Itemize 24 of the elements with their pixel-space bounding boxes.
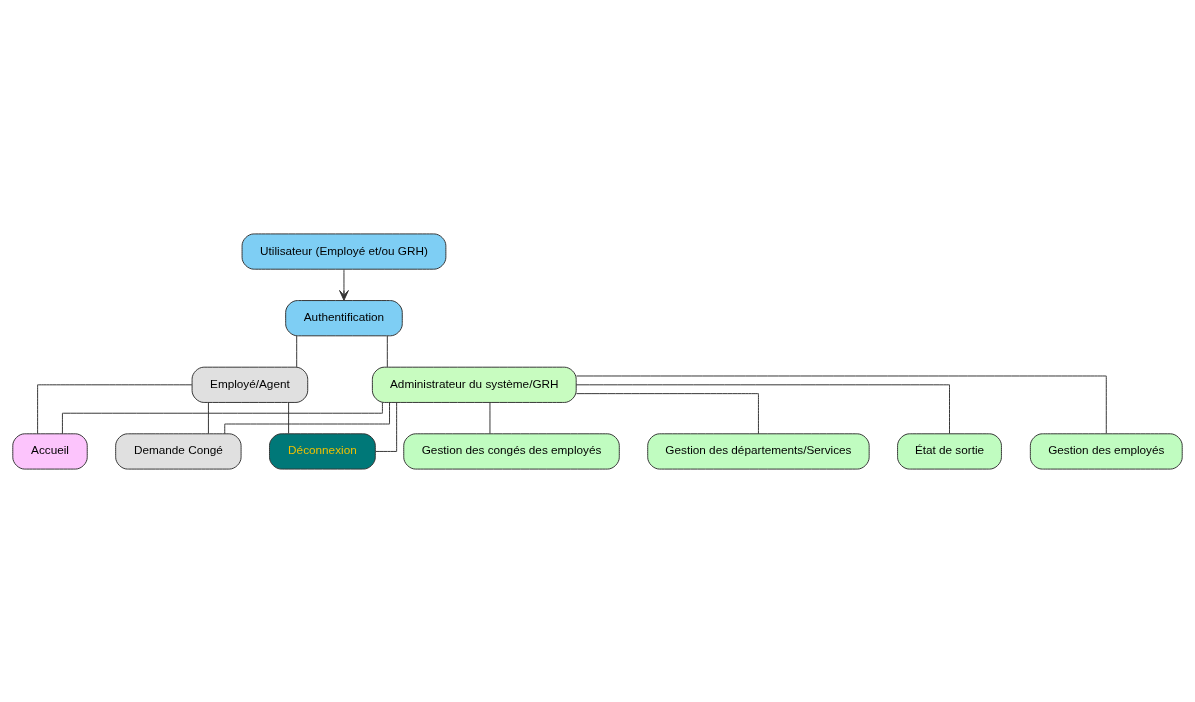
connector	[489, 401, 491, 434]
node-box: Administrateur du système/GRH	[371, 366, 577, 403]
connector	[576, 392, 759, 434]
node-box: État de sortie	[897, 432, 1002, 470]
node-box: Déconnexion	[269, 432, 376, 470]
node-box: Accueil	[12, 432, 88, 470]
node-box: Gestion des employés	[1029, 432, 1183, 470]
connector	[575, 383, 950, 434]
node-box: Employé/Agent	[191, 366, 309, 403]
node-box: Utilisateur (Employé et/ou GRH)	[241, 232, 447, 270]
node-box: Gestion des congés des employés	[403, 432, 620, 470]
node-box: Gestion des départements/Services	[647, 432, 870, 470]
node-box: Demande Congé	[115, 432, 242, 470]
connector	[288, 401, 290, 434]
arrow	[339, 268, 349, 301]
connector	[61, 401, 383, 434]
connector	[386, 335, 388, 367]
connector	[296, 335, 298, 367]
connector	[224, 401, 390, 434]
node-box: Authentification	[285, 299, 403, 336]
connector	[37, 383, 193, 434]
connector	[576, 375, 1107, 434]
connector	[375, 401, 398, 452]
connector	[207, 401, 209, 434]
